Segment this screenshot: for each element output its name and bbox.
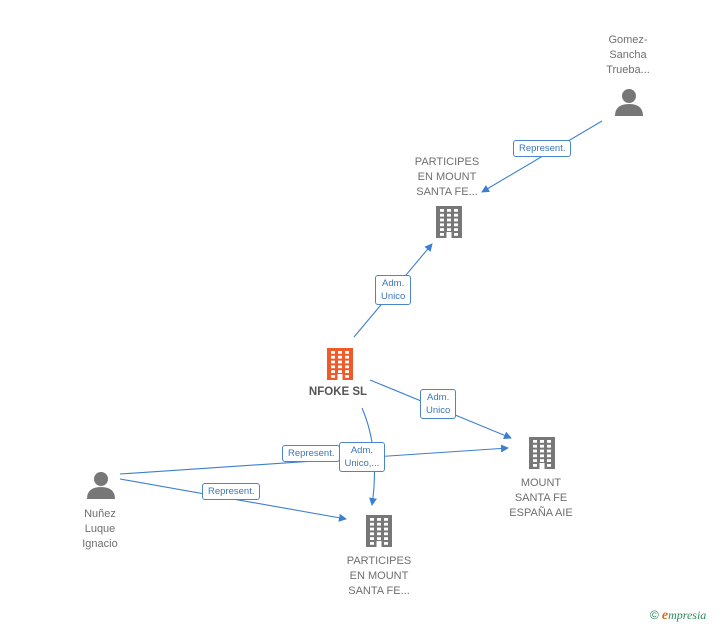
edge-gomez-to-participes_top bbox=[481, 120, 603, 193]
node-icons bbox=[87, 89, 643, 547]
building-icon-nfoke[interactable] bbox=[327, 348, 353, 380]
node-label-mount[interactable]: MOUNT SANTA FE ESPAÑA AIE bbox=[509, 477, 573, 519]
person-icon-gomez[interactable] bbox=[615, 89, 643, 116]
node-label-participes_bottom[interactable]: PARTICIPES EN MOUNT SANTA FE... bbox=[346, 555, 412, 597]
building-icon-participes_top[interactable] bbox=[436, 206, 462, 238]
building-icon-mount[interactable] bbox=[529, 437, 555, 469]
edge-label-nunez-to-mount[interactable]: Represent. bbox=[282, 444, 341, 462]
edge-label-nunez-to-participes_bottom[interactable]: Represent. bbox=[202, 482, 261, 500]
copyright-symbol: © bbox=[650, 608, 659, 622]
node-label-nunez[interactable]: Nuñez Luque Ignacio bbox=[82, 508, 118, 550]
edge-label-nfoke-to-mount[interactable]: Adm. Unico bbox=[420, 389, 457, 419]
building-icon-participes_bottom[interactable] bbox=[366, 515, 392, 547]
node-label-nfoke[interactable]: NFOKE SL bbox=[308, 386, 368, 398]
edge-label-nfoke-to-participes_bottom[interactable]: Adm. Unico,... bbox=[338, 442, 386, 472]
edge-label-gomez-to-participes_top[interactable]: Represent. bbox=[513, 139, 572, 157]
edge-label-nfoke-to-participes_top[interactable]: Adm. Unico bbox=[375, 275, 412, 305]
brand-name: mpresia bbox=[668, 608, 707, 622]
person-icon-nunez[interactable] bbox=[87, 472, 115, 499]
node-label-gomez[interactable]: Gomez- Sancha Trueba... bbox=[606, 34, 650, 76]
empresia-logo: ©empresia bbox=[650, 608, 706, 624]
node-label-participes_top[interactable]: PARTICIPES EN MOUNT SANTA FE... bbox=[414, 156, 480, 198]
brand-initial: e bbox=[661, 608, 669, 623]
